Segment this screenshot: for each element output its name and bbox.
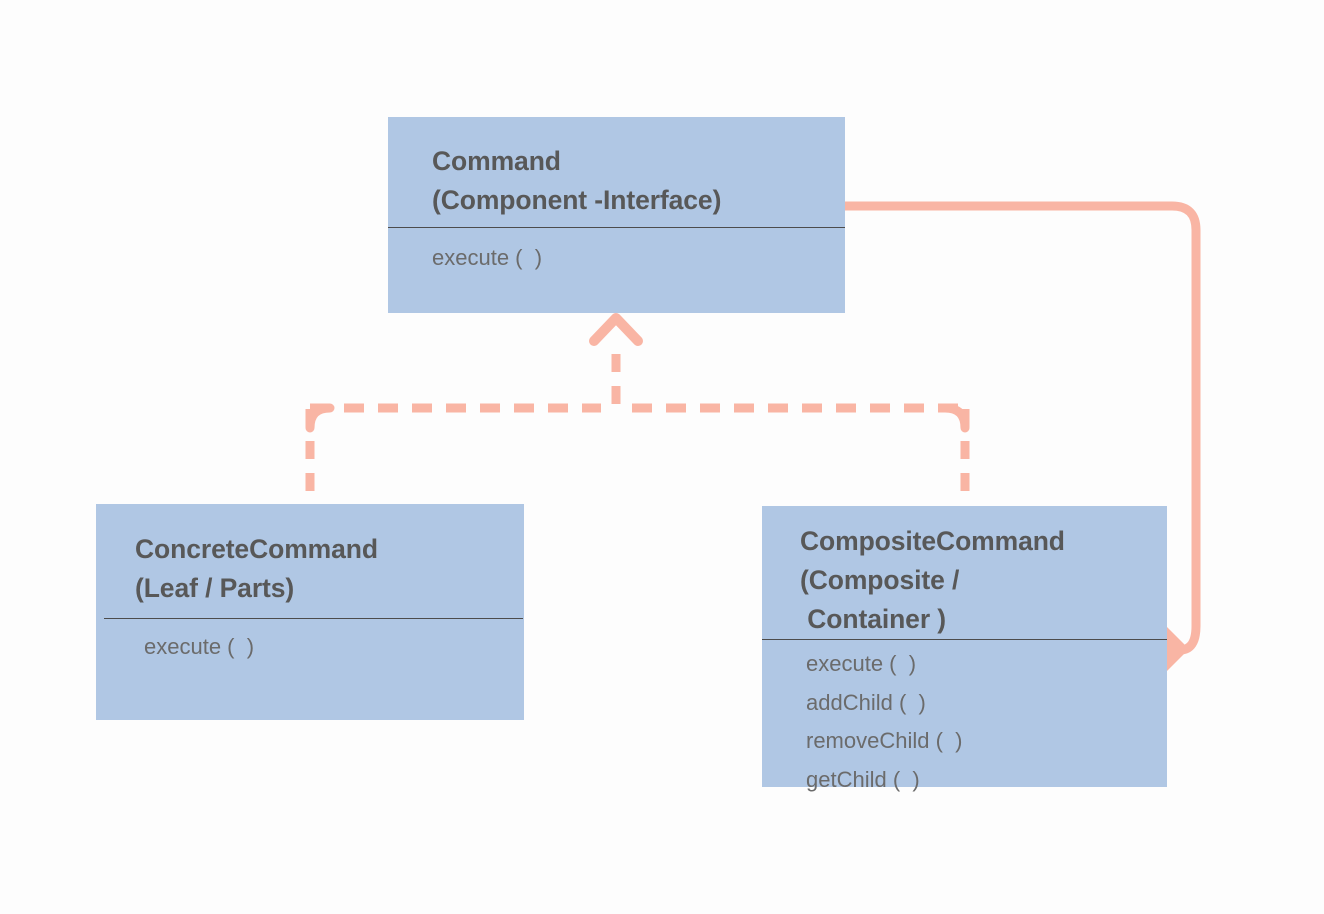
member-execute: execute ( ) [432, 245, 543, 270]
class-title-command: Command (Component -Interface) [432, 142, 721, 220]
class-members-concrete-command: execute ( ) [144, 628, 254, 666]
class-members-composite-command: execute ( ) addChild ( ) removeChild ( )… [806, 645, 962, 799]
member-get-child: getChild ( ) [806, 766, 920, 792]
class-box-command[interactable]: Command (Component -Interface) execute ( … [388, 117, 845, 313]
member-remove-child: removeChild ( ) [806, 728, 963, 753]
class-divider-composite-command [762, 639, 1167, 640]
class-stereotype-concrete-command: (Leaf / Parts) [135, 573, 295, 603]
class-stereotype-composite-command-line2: Container ) [800, 604, 947, 634]
class-stereotype-command: (Component -Interface) [432, 185, 722, 215]
class-name-concrete-command: ConcreteCommand [135, 534, 378, 564]
class-box-concrete-command[interactable]: ConcreteCommand (Leaf / Parts) execute ( … [96, 504, 524, 720]
class-divider-command [388, 227, 845, 228]
class-name-command: Command [432, 146, 561, 176]
realization-corner-right [940, 403, 970, 433]
class-stereotype-composite-command-line1: (Composite / [800, 565, 960, 595]
class-box-composite-command[interactable]: CompositeCommand (Composite / Container )… [762, 506, 1167, 792]
member-add-child: addChild ( ) [806, 689, 926, 715]
member-execute: execute ( ) [806, 651, 917, 676]
realization-arrowhead-icon [589, 313, 643, 346]
class-title-concrete-command: ConcreteCommand (Leaf / Parts) [135, 530, 378, 608]
realization-corner-left [305, 403, 335, 433]
class-title-composite-command: CompositeCommand (Composite / Container ) [800, 522, 1065, 639]
class-members-command: execute ( ) [432, 239, 542, 277]
class-name-composite-command: CompositeCommand [800, 526, 1065, 556]
member-execute: execute ( ) [144, 634, 255, 659]
class-divider-concrete-command [104, 618, 523, 619]
